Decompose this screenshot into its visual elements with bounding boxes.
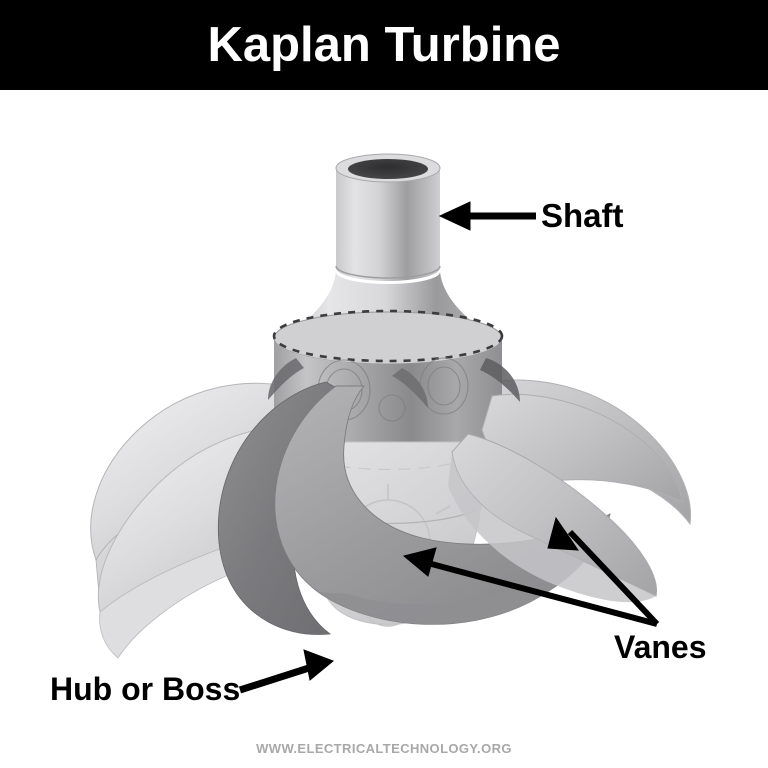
title-banner: Kaplan Turbine — [0, 0, 768, 90]
vane-right-lower — [448, 433, 657, 603]
arrow-shaft — [438, 201, 536, 231]
site-watermark: WWW.ELECTRICALTECHNOLOGY.ORG — [256, 741, 512, 756]
arrow-hub — [238, 649, 334, 694]
callout-label-shaft: Shaft — [541, 197, 624, 234]
turbine-illustration — [0, 90, 768, 730]
shaft-bore — [348, 159, 428, 179]
callout-label-vanes: Vanes — [614, 629, 707, 665]
vane-root-shadows — [268, 358, 520, 408]
callout-arrows — [238, 201, 660, 694]
arrow-vane-1 — [402, 547, 658, 627]
arrow-vane-2 — [547, 516, 660, 627]
callout-label-hub: Hub or Boss — [50, 671, 241, 707]
page-title: Kaplan Turbine — [207, 17, 561, 72]
